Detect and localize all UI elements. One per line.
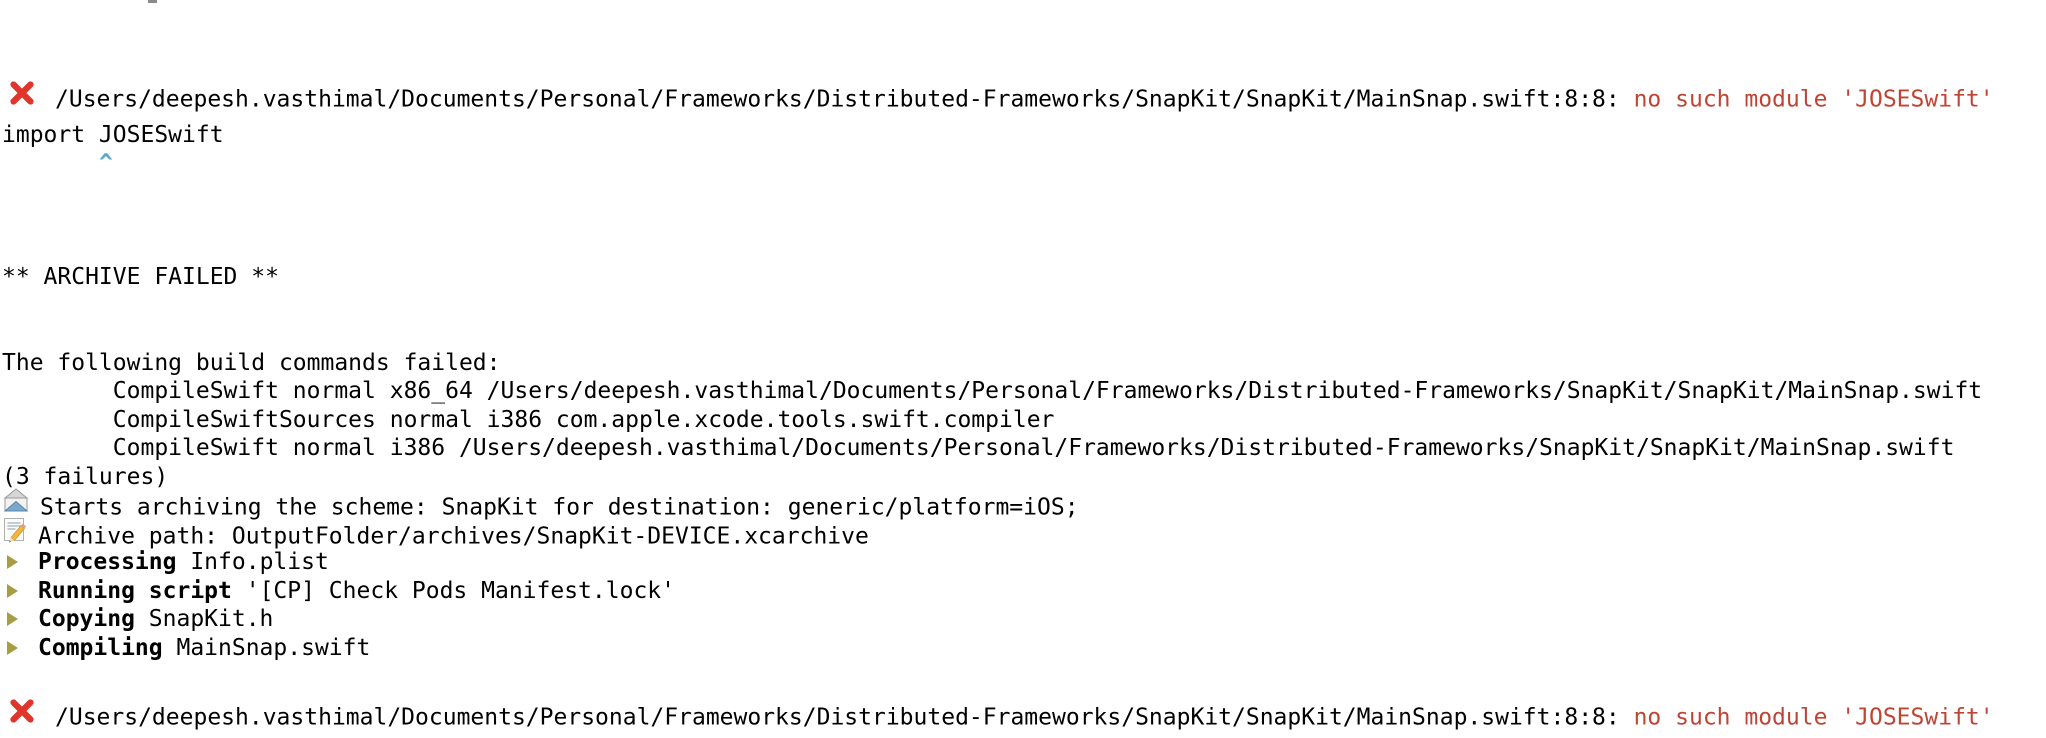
step-running-script: Running script '[CP] Check Pods Manifest… [2,577,2046,606]
archive-failed-banner-text-0: ** ARCHIVE FAILED ** [2,264,279,290]
blank-line [2,292,2046,321]
step-running-script-text-0: Running script [38,577,232,604]
status-archiving: Starts archiving the scheme: SnapKit for… [2,488,2046,522]
cross-mark-icon [7,78,37,116]
failures-count: (3 failures) [2,463,2046,492]
cross-mark-icon [7,696,37,734]
memo-icon [2,517,28,551]
failed-command-compileswiftsources-text-0: CompileSwiftSources normal i386 com.appl… [2,406,1055,433]
failed-command-compileswift-x86-text-0: CompileSwift normal x86_64 /Users/deepes… [2,378,1983,404]
step-copying-text-1: SnapKit.h [134,606,274,632]
code-import-1: import JOSESwift [2,121,2046,150]
error-line-2: /Users/deepesh.vasthimal/Documents/Perso… [2,691,2046,738]
step-running-script-text-1: '[CP] Check Pods Manifest.lock' [231,577,675,604]
step-triangle-icon [7,640,18,655]
archive-failed-banner: ** ARCHIVE FAILED ** [2,263,2046,292]
blank-line [2,235,2046,264]
blank-line [2,206,2046,235]
failures-count-text-0: (3 failures) [2,463,169,490]
step-triangle-icon [7,583,18,598]
failed-command-compileswift-x86: CompileSwift normal x86_64 /Users/deepes… [2,377,2046,406]
step-compiling-text-0: Compiling [38,634,163,661]
failed-command-compileswift-i386: CompileSwift normal i386 /Users/deepesh.… [2,434,2046,463]
status-archive-path-text-0: Archive path: OutputFolder/archives/Snap… [38,522,869,549]
step-processing-text-0: Processing [38,549,177,575]
step-triangle-icon [7,612,18,626]
error-line-2-text-1: no such module 'JOSESwift' [1633,703,1994,730]
status-archiving-text-0: Starts archiving the scheme: SnapKit for… [40,494,1079,521]
caret-line-1: ^ [2,149,2046,178]
failed-command-compileswiftsources: CompileSwiftSources normal i386 com.appl… [2,406,2046,435]
incoming-envelope-icon [2,488,30,522]
error-line-1: /Users/deepesh.vasthimal/Documents/Perso… [2,73,2046,121]
blank-line [2,178,2046,207]
code-import-1-text-0: import JOSESwift [2,121,224,148]
caret-line-1-text-1: ^ [98,150,113,176]
error-line-1-text-0: /Users/deepesh.vasthimal/Documents/Perso… [55,86,1634,113]
step-processing: Processing Info.plist [2,548,2046,577]
step-compiling: Compiling MainSnap.swift [2,634,2046,663]
blank-line [2,662,2046,691]
build-commands-failed-header-text-0: The following build commands failed: [2,349,501,376]
caret-line-1-text-0 [2,150,99,176]
status-archive-path: Archive path: OutputFolder/archives/Snap… [2,517,2046,551]
error-line-2-text-0: /Users/deepesh.vasthimal/Documents/Perso… [55,703,1634,730]
step-compiling-text-1: MainSnap.swift [162,634,371,661]
step-copying-text-0: Copying [38,606,135,632]
failed-command-compileswift-i386-text-0: CompileSwift normal i386 /Users/deepesh.… [2,435,1955,461]
build-commands-failed-header: The following build commands failed: [2,349,2046,378]
step-triangle-icon [7,555,18,569]
step-copying: Copying SnapKit.h [2,605,2046,634]
error-line-1-text-1: no such module 'JOSESwift' [1633,86,1994,113]
clipped-line-fragment [148,0,157,3]
blank-line [2,320,2046,349]
step-processing-text-1: Info.plist [176,549,329,575]
